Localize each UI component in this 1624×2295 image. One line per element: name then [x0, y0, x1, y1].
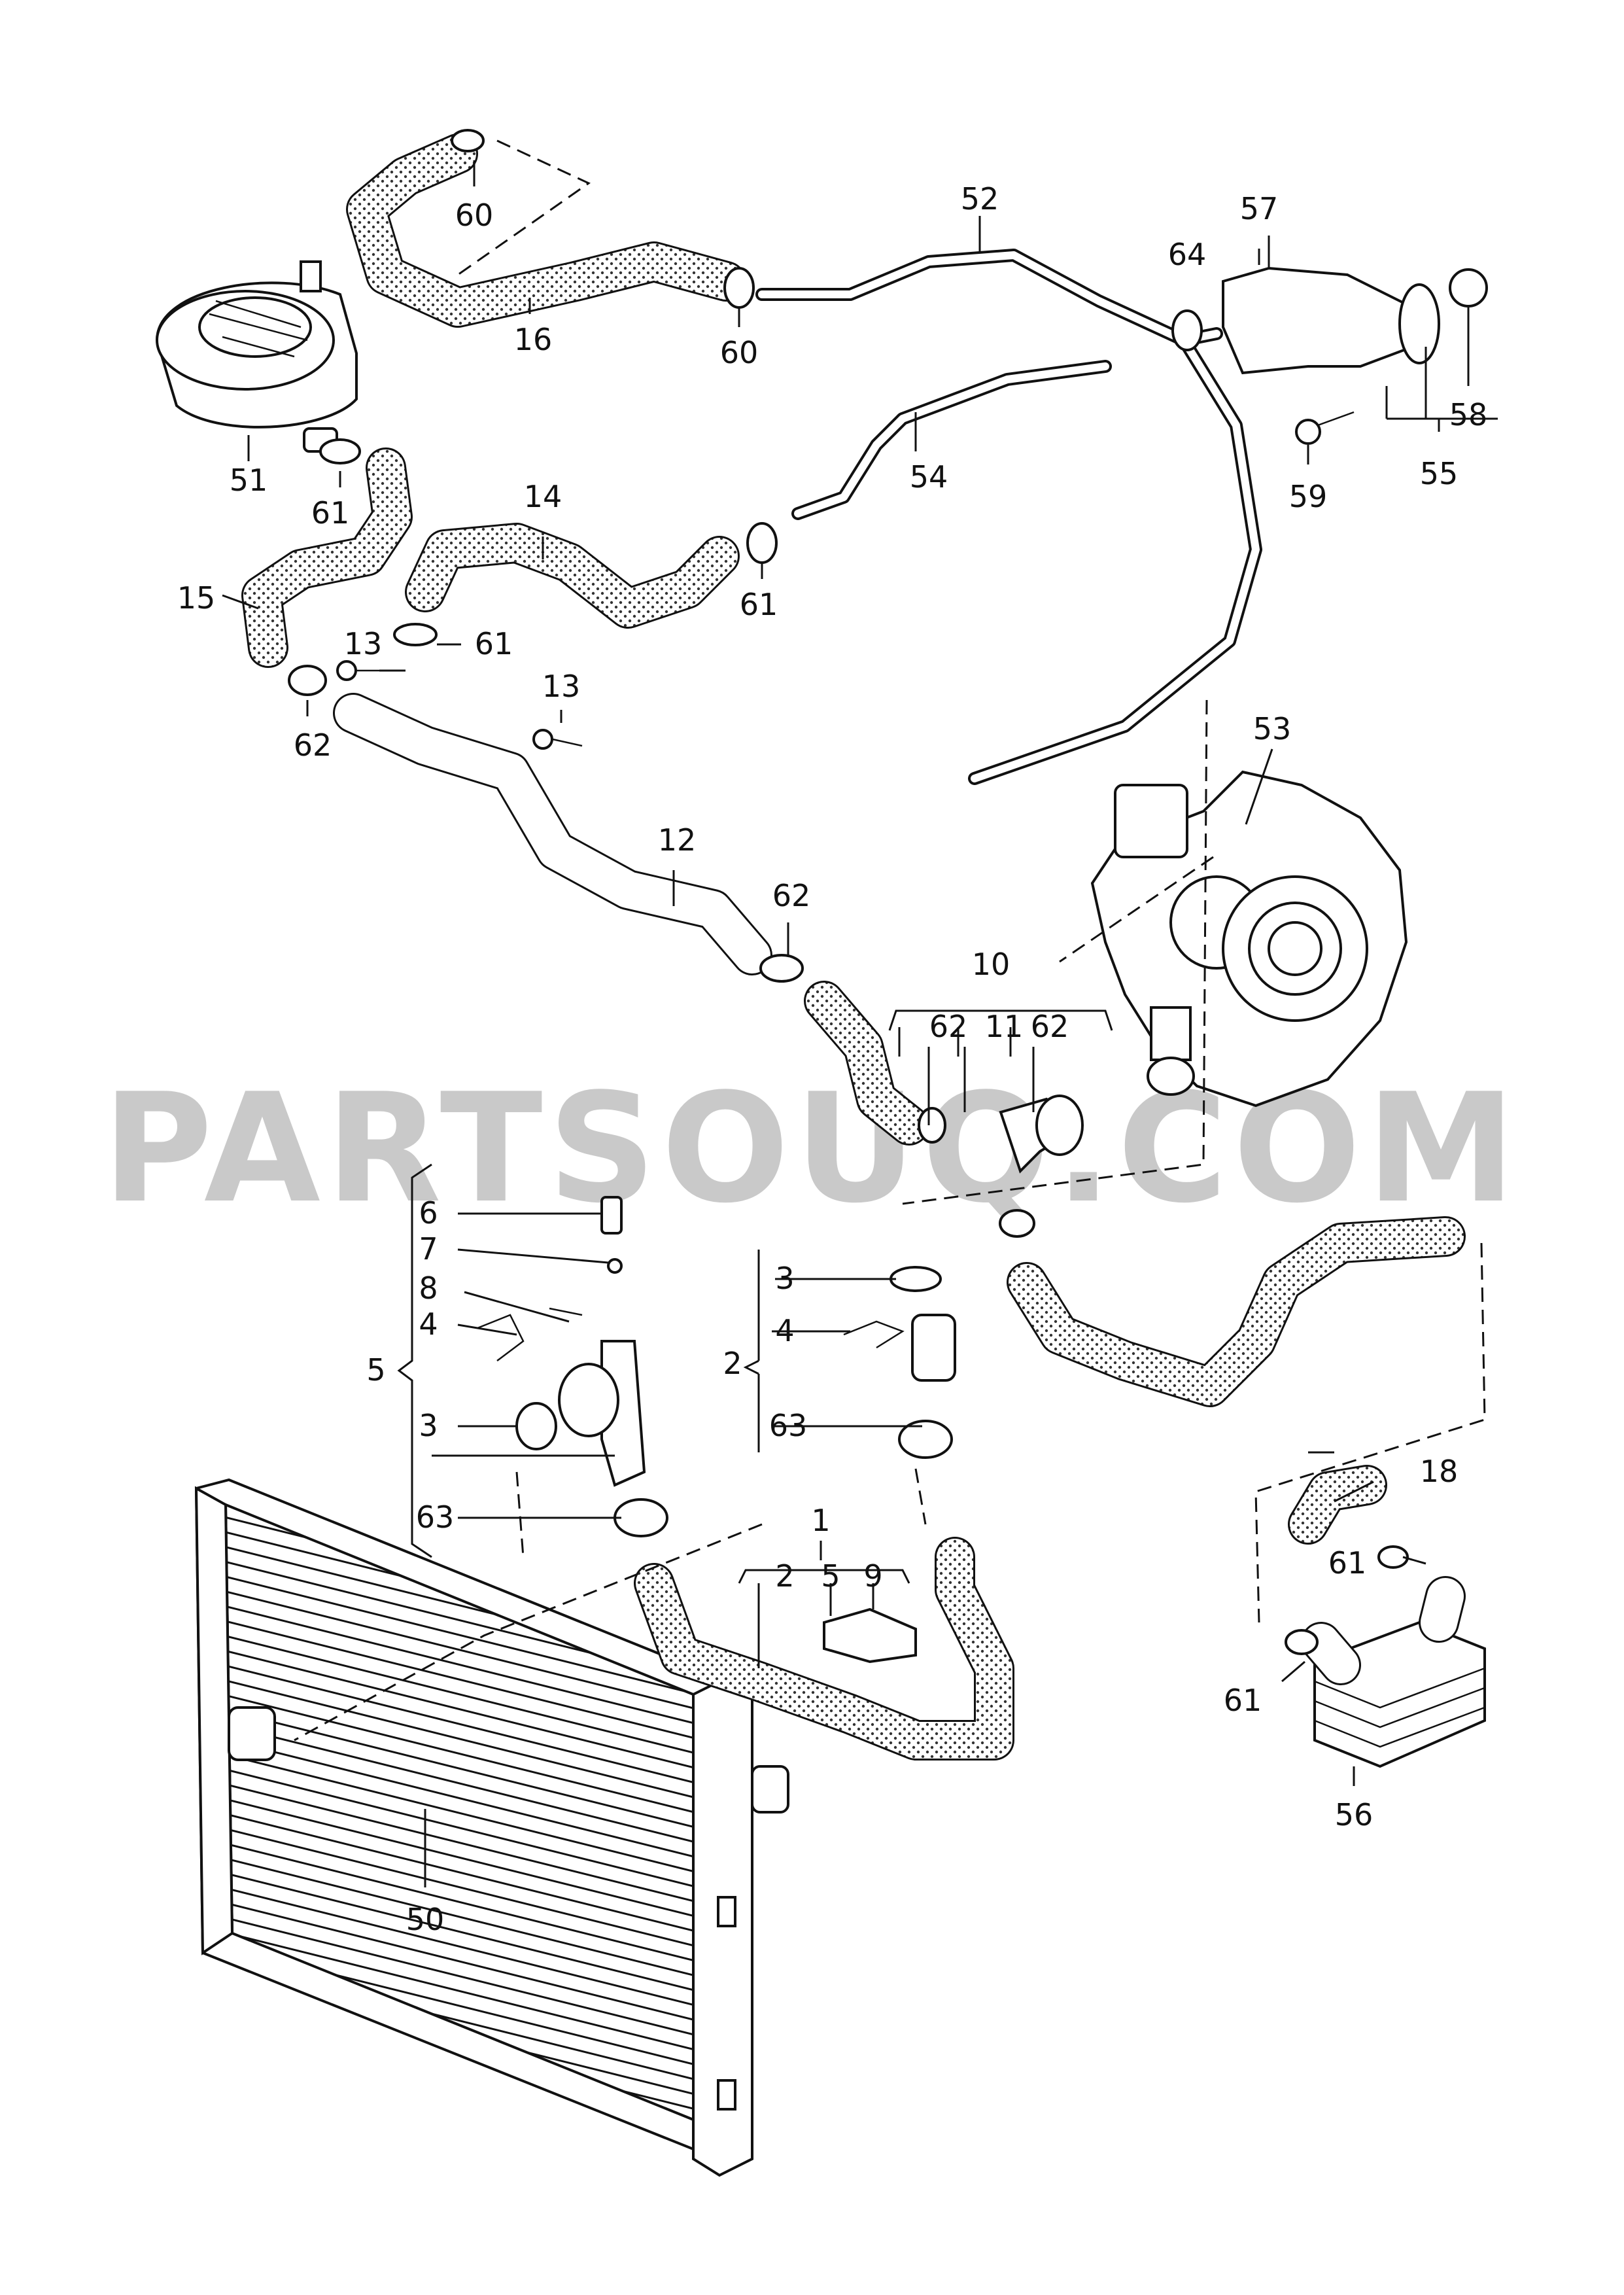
callout-4a: 4 [419, 1306, 438, 1342]
callout-13b: 13 [542, 669, 581, 704]
coupling-2[interactable] [843, 1266, 956, 1382]
callout-61a: 61 [311, 495, 350, 531]
callout-64: 64 [1168, 237, 1207, 272]
callout-61b: 61 [740, 587, 778, 622]
callout-10: 10 [972, 947, 1011, 982]
callout-60b: 60 [720, 335, 759, 370]
watermark-text: PARTSOUQ.COM [102, 1062, 1521, 1236]
hose-lower-right[interactable] [1007, 1216, 1466, 1407]
callout-59: 59 [1289, 479, 1328, 514]
callout-63b: 63 [769, 1408, 808, 1443]
callout-50: 50 [406, 1902, 445, 1937]
callout-11: 11 [985, 1009, 1024, 1044]
callout-63a: 63 [416, 1499, 455, 1535]
callout-13a: 13 [344, 626, 383, 661]
callout-7: 7 [419, 1231, 438, 1267]
callout-6: 6 [419, 1195, 438, 1231]
clamps [288, 129, 1409, 1655]
holder-9[interactable] [823, 1607, 917, 1664]
hose-12[interactable] [333, 693, 772, 975]
callout-60a: 60 [455, 198, 494, 233]
bolt-13a[interactable] [336, 660, 389, 681]
callout-61c: 61 [475, 626, 513, 661]
callout-61d: 61 [1328, 1545, 1367, 1581]
leader-lines [222, 139, 1498, 1887]
bolt-13b[interactable] [532, 729, 583, 750]
callout-62b: 62 [772, 878, 811, 913]
callout-5a: 5 [366, 1352, 385, 1388]
callout-2: 2 [723, 1346, 742, 1381]
callout-62d: 62 [1031, 1009, 1069, 1044]
callout-labels: 60 60 16 52 57 64 58 55 59 54 51 61 14 6… [177, 181, 1488, 1937]
callout-9: 9 [863, 1558, 882, 1594]
flange-57[interactable] [1222, 266, 1488, 375]
hose-14[interactable] [405, 523, 740, 629]
callout-1: 1 [811, 1503, 830, 1538]
callout-15: 15 [177, 580, 216, 616]
callout-51: 51 [230, 463, 268, 498]
callout-61e: 61 [1224, 1683, 1262, 1718]
oil-cooler[interactable] [1301, 1576, 1486, 1768]
callout-52: 52 [961, 181, 999, 217]
hose-1[interactable] [634, 1537, 1014, 1761]
hose-15[interactable] [241, 447, 413, 668]
callout-53: 53 [1253, 711, 1292, 746]
hose-10[interactable] [804, 981, 929, 1146]
connector-11[interactable] [999, 1095, 1084, 1174]
callout-8: 8 [419, 1270, 438, 1306]
hose-16[interactable] [346, 133, 746, 328]
sender-assembly-5[interactable] [477, 1196, 646, 1487]
coolant-pump-housing[interactable] [1090, 770, 1408, 1108]
bolt-59[interactable] [1295, 411, 1355, 445]
callout-55: 55 [1420, 456, 1459, 491]
callout-62c: 62 [929, 1009, 968, 1044]
radiator[interactable] [194, 1478, 789, 2177]
callout-2b: 2 [775, 1558, 794, 1594]
callout-5b: 5 [821, 1558, 840, 1594]
callout-54: 54 [910, 459, 948, 495]
callout-18: 18 [1420, 1454, 1459, 1489]
callout-14: 14 [524, 479, 562, 514]
callout-3a: 3 [419, 1408, 438, 1443]
callout-56: 56 [1335, 1797, 1373, 1832]
coolant-pipe-54[interactable] [791, 360, 1112, 520]
callout-58: 58 [1449, 397, 1488, 432]
callout-62a: 62 [294, 727, 332, 763]
callout-4b: 4 [775, 1313, 794, 1348]
callout-3b: 3 [775, 1261, 794, 1296]
callout-57: 57 [1240, 191, 1279, 226]
callout-12: 12 [658, 822, 697, 858]
expansion-tank[interactable] [155, 260, 358, 453]
hose-18[interactable] [1288, 1465, 1387, 1545]
callout-16: 16 [514, 322, 553, 357]
